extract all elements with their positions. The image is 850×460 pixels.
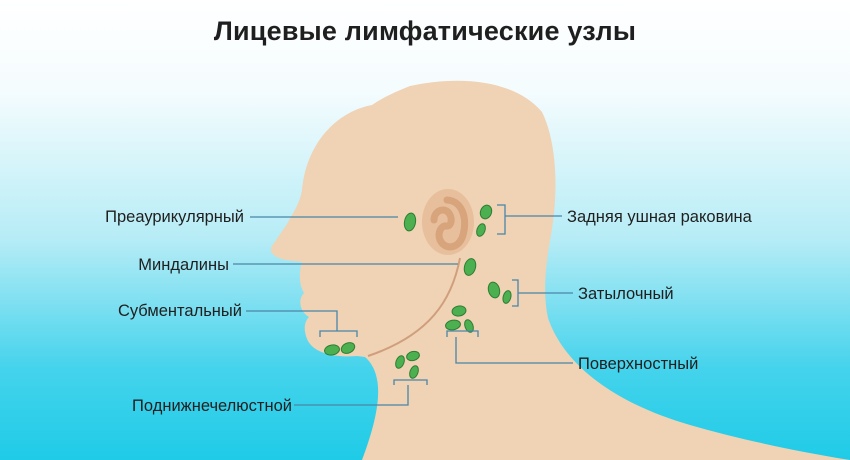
label-submental: Субментальный — [118, 302, 242, 320]
label-superficial: Поверхностный — [578, 355, 698, 373]
label-preauricular: Преаурикулярный — [105, 208, 244, 226]
lymph-node — [476, 223, 486, 237]
lymph-node — [403, 212, 417, 232]
lymph-node — [406, 350, 420, 362]
label-submandibular: Поднижнечелюстной — [132, 397, 292, 415]
label-posterior-auricular: Задняя ушная раковина — [567, 208, 753, 226]
label-occipital: Затылочный — [578, 285, 674, 303]
lymph-node — [409, 365, 419, 379]
label-tonsils: Миндалины — [138, 256, 229, 274]
diagram-title: Лицевые лимфатические узлы — [213, 16, 637, 46]
lymph-node — [451, 305, 467, 317]
lymph-node — [324, 344, 340, 356]
lymph-node — [463, 258, 477, 276]
lymph-node — [479, 204, 493, 220]
lymph-node — [445, 319, 461, 331]
lymph-node — [464, 319, 474, 333]
lymph-node — [340, 342, 356, 354]
ear — [422, 189, 474, 255]
lymph-nodes — [324, 204, 512, 379]
jaw-line — [367, 257, 461, 357]
lymph-node — [487, 281, 501, 299]
leader-lines — [233, 204, 573, 406]
lymph-node — [395, 355, 405, 369]
head-silhouette — [270, 80, 850, 460]
lymph-node — [502, 290, 512, 304]
